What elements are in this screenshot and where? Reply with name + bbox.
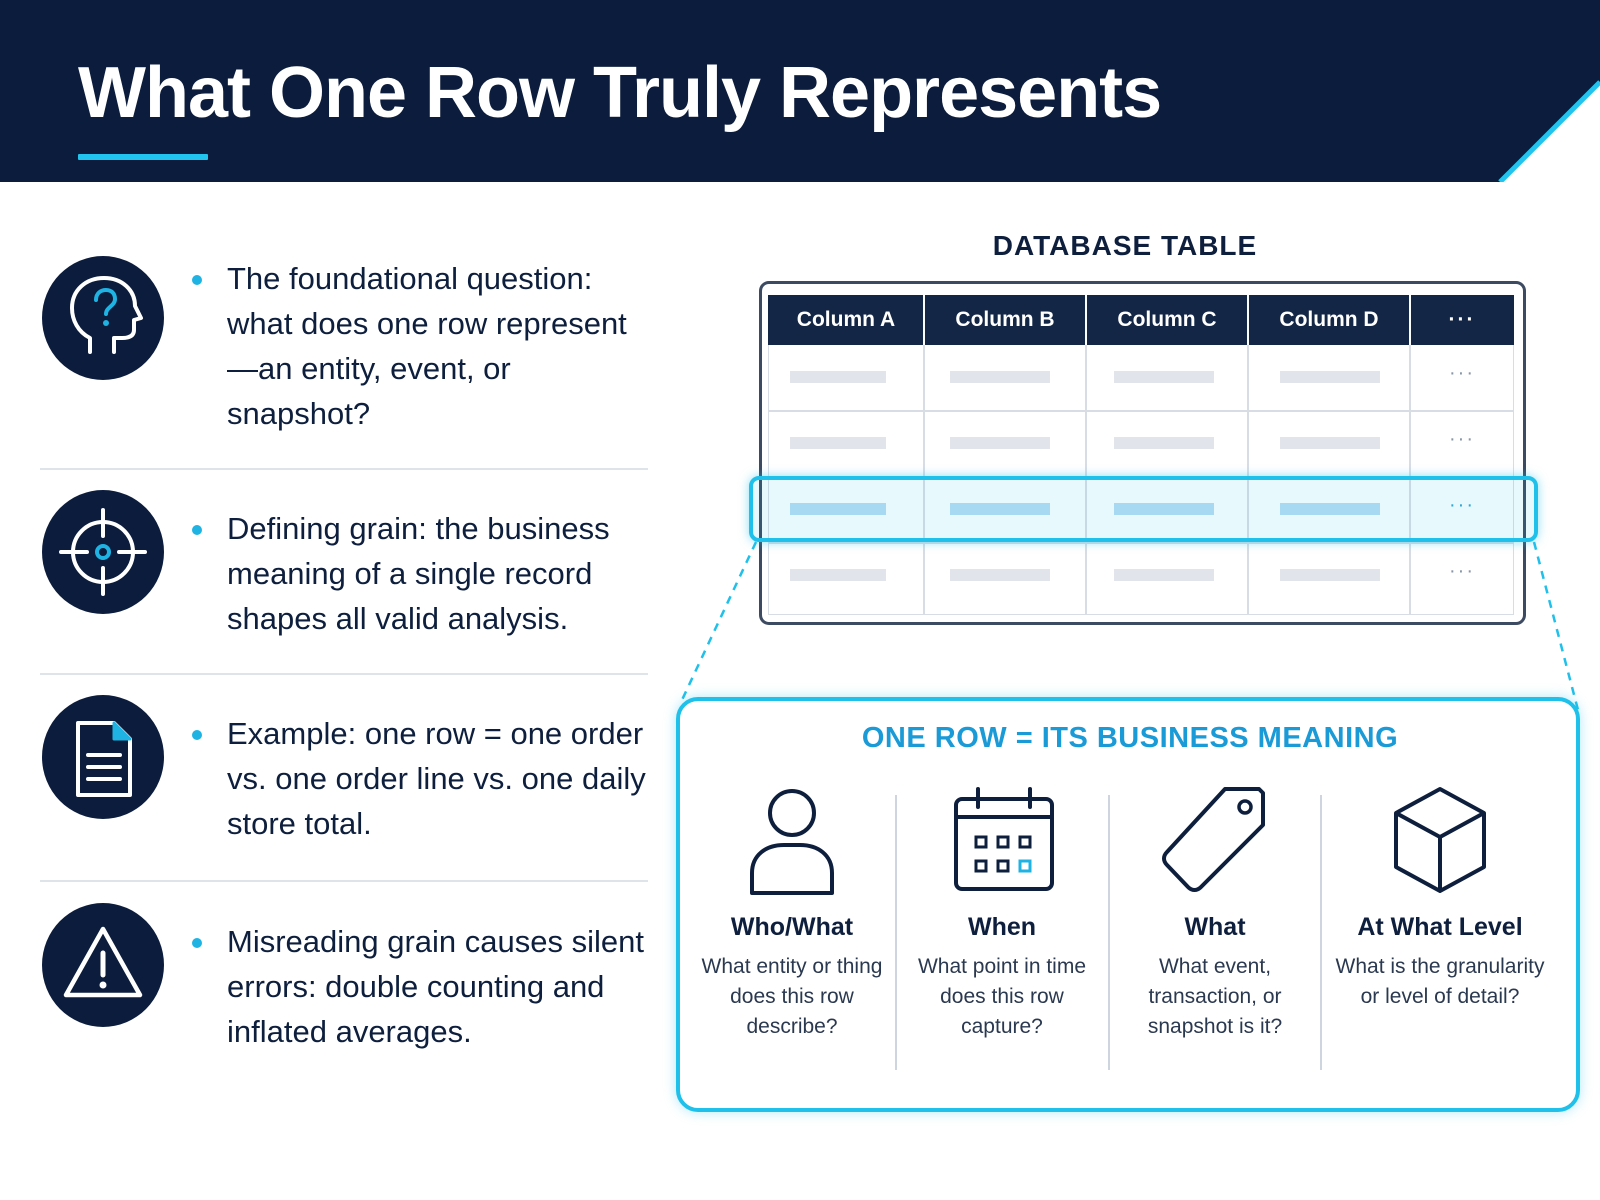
table-header-separator	[1085, 295, 1087, 345]
table-header-column-d: Column D	[1248, 295, 1410, 345]
bullet-dot	[192, 275, 202, 285]
table-cell-placeholder	[1280, 437, 1380, 449]
table-grid	[768, 295, 1514, 615]
facet-what: What What event, transaction, or snapsho…	[1110, 785, 1320, 1042]
table-cell-placeholder	[950, 569, 1050, 581]
page-title: What One Row Truly Represents	[78, 53, 1162, 133]
warning-icon	[42, 903, 164, 1027]
table-cell-placeholder	[1280, 371, 1380, 383]
table-label: DATABASE TABLE	[992, 230, 1258, 261]
point-text: Defining grain: the business meaning of …	[227, 511, 610, 636]
facet-divider	[1320, 795, 1322, 1070]
table-header-column-b: Column B	[924, 295, 1086, 345]
person-icon	[750, 789, 834, 895]
header-background	[0, 0, 1600, 182]
title-underline	[78, 154, 208, 160]
table-header-separator	[923, 295, 925, 345]
point-defining-grain: Defining grain: the business meaning of …	[40, 490, 648, 640]
table-header-separator	[1409, 295, 1411, 345]
point-text: The foundational question: what does one…	[227, 261, 627, 431]
facet-when: When What point in time does this row ca…	[897, 785, 1107, 1042]
facet-title: When	[967, 913, 1037, 941]
table-cell-more: ···	[1449, 362, 1475, 384]
table-header-column-a: Column A	[768, 295, 924, 345]
table-header-more: ···	[1410, 295, 1514, 345]
facet-divider	[895, 795, 897, 1070]
facet-at-what-level: At What Level What is the granularity or…	[1330, 785, 1550, 1012]
facet-who-what: Who/What What entity or thing does this …	[687, 785, 897, 1042]
point-text: Example: one row = one order vs. one ord…	[227, 716, 646, 841]
point-foundational-question: The foundational question: what does one…	[40, 252, 648, 442]
facet-title: What	[1184, 913, 1246, 941]
facet-description: What event, transaction, or snapshot is …	[1147, 955, 1283, 1038]
table-cell-placeholder	[790, 437, 886, 449]
tag-icon	[1162, 787, 1265, 892]
table-cell-placeholder	[1114, 569, 1214, 581]
facet-description: What entity or thing does this row descr…	[701, 955, 883, 1038]
document-icon	[42, 695, 164, 819]
point-text: Misreading grain causes silent errors: d…	[227, 924, 644, 1049]
facet-title: At What Level	[1357, 913, 1523, 941]
table-header-column-c: Column C	[1086, 295, 1248, 345]
table-cell-placeholder	[1114, 503, 1214, 515]
cube-icon	[1394, 787, 1486, 893]
table-header-separator	[1247, 295, 1249, 345]
table-row-line	[768, 410, 1514, 412]
facet-divider	[1108, 795, 1110, 1070]
table-column-line	[1085, 295, 1087, 615]
divider	[40, 673, 648, 675]
bullet-dot	[192, 938, 202, 948]
table-cell-placeholder	[1280, 569, 1380, 581]
table-cell-placeholder	[1280, 503, 1380, 515]
table-column-line	[1409, 295, 1411, 615]
table-cell-more: ···	[1449, 494, 1475, 516]
table-cell-placeholder	[790, 503, 886, 515]
bullet-dot	[192, 730, 202, 740]
table-column-line	[1247, 295, 1249, 615]
table-cell-placeholder	[790, 569, 886, 581]
table-cell-more: ···	[1449, 560, 1475, 582]
header-banner: What One Row Truly Represents	[0, 0, 1600, 182]
crosshair-target-icon	[42, 490, 164, 614]
table-cell-placeholder	[950, 503, 1050, 515]
divider	[40, 880, 648, 882]
divider	[40, 468, 648, 470]
table-cell-placeholder	[790, 371, 886, 383]
calendar-icon	[954, 787, 1054, 891]
row-meaning-panel	[676, 697, 1580, 1112]
table-column-line	[923, 295, 925, 615]
table-cell-placeholder	[1114, 437, 1214, 449]
table-row-line	[768, 542, 1514, 544]
row-meaning-title: ONE ROW = ITS BUSINESS MEANING	[861, 722, 1399, 754]
facet-description: What point in time does this row capture…	[917, 955, 1087, 1038]
table-cell-more: ···	[1449, 428, 1475, 450]
bullet-dot	[192, 525, 202, 535]
point-misreading-grain: Misreading grain causes silent errors: d…	[40, 903, 648, 1053]
point-example: Example: one row = one order vs. one ord…	[40, 695, 648, 845]
facet-description: What is the granularity or level of deta…	[1335, 955, 1545, 1008]
table-cell-placeholder	[950, 437, 1050, 449]
table-cell-placeholder	[950, 371, 1050, 383]
table-cell-placeholder	[1114, 371, 1214, 383]
facet-title: Who/What	[730, 913, 854, 941]
head-question-icon	[42, 256, 164, 380]
